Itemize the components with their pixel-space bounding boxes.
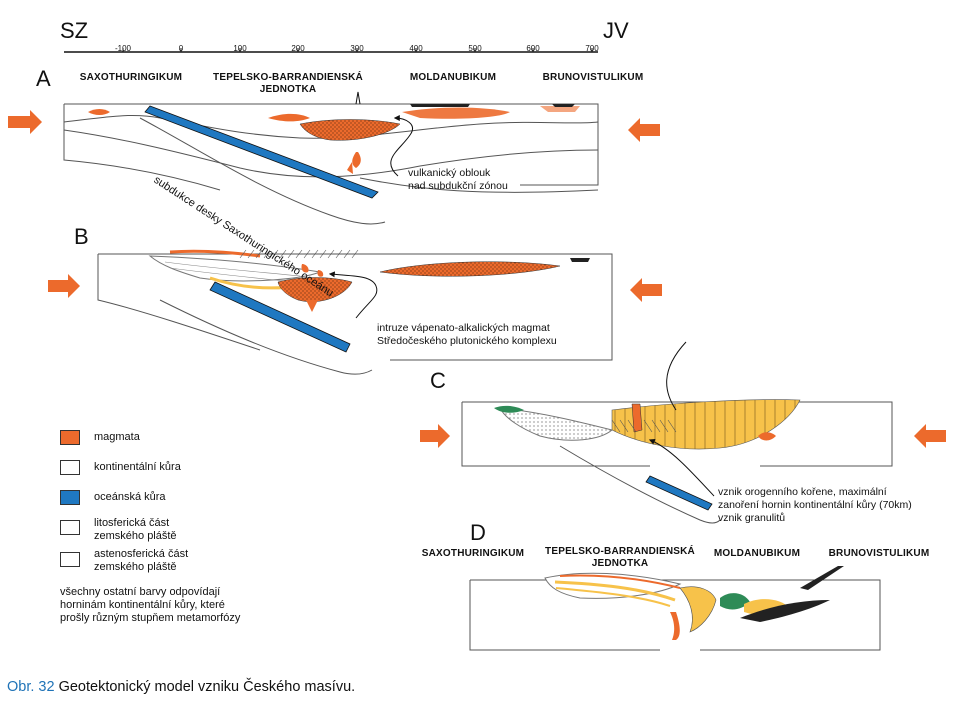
oceanic-slab bbox=[209, 281, 351, 353]
panel-a-section bbox=[8, 91, 660, 225]
legend-label-asthenospheric-mantle: astenosferická část zemského pláště bbox=[94, 548, 188, 574]
unit-label-moldanubikum: MOLDANUBIKUM bbox=[409, 72, 497, 83]
note-line: vulkanický oblouk bbox=[408, 167, 491, 179]
legend-note-line: prošly různým stupňem metamorfózy bbox=[60, 612, 241, 624]
direction-left-label: SZ bbox=[60, 18, 89, 43]
panel-c-section bbox=[420, 341, 946, 524]
panel-b-letter: B bbox=[74, 224, 89, 249]
oceanic-slab bbox=[144, 105, 379, 199]
note-line: nad subdukční zónou bbox=[408, 180, 508, 192]
oceanic-slab bbox=[645, 475, 713, 511]
legend-note: všechny ostatní barvy odpovídají horniná… bbox=[60, 586, 240, 625]
note-line: Středočeského plutonického komplexu bbox=[377, 335, 557, 347]
unit-label-tepelsko-barrandienska: TEPELSKO-BARRANDIENSKÁ JEDNOTKA bbox=[545, 546, 695, 569]
unit-label-saxothuringikum: SAXOTHURINGIKUM bbox=[421, 548, 525, 559]
compression-arrow-left bbox=[8, 110, 42, 134]
compression-arrow-right bbox=[628, 118, 660, 142]
legend-label: magmata bbox=[94, 431, 140, 443]
panel-b-section bbox=[48, 249, 662, 375]
direction-right-label: JV bbox=[603, 18, 629, 43]
compression-arrow-right bbox=[914, 424, 946, 448]
legend-label-line: astenosferická část bbox=[94, 548, 189, 560]
panel-c-letter: C bbox=[430, 368, 446, 393]
legend-swatch-asthenospheric-mantle bbox=[60, 552, 80, 567]
compression-arrow-right bbox=[630, 278, 662, 302]
figure-number: Obr. 32 bbox=[7, 679, 55, 695]
legend-swatch-continental-crust bbox=[60, 460, 80, 475]
orogenic-root-note: vznik orogenního kořene, maximální zanoř… bbox=[718, 486, 912, 525]
legend-label-line: zemského pláště bbox=[94, 530, 177, 542]
legend-note-line: všechny ostatní barvy odpovídají bbox=[60, 586, 221, 598]
intrusion-note: intruze vápenato-alkalických magmat Stře… bbox=[377, 322, 557, 348]
unit-label-brunovistulikum: BRUNOVISTULIKUM bbox=[542, 72, 644, 83]
legend-label-lithospheric-mantle: litosferická část zemského pláště bbox=[94, 517, 177, 543]
legend-label-line: litosferická část bbox=[94, 517, 170, 529]
unit-label-tepelsko-barrandienska: TEPELSKO-BARRANDIENSKÁ JEDNOTKA bbox=[213, 72, 363, 95]
compression-arrow-left bbox=[420, 424, 450, 448]
legend-label: kontinentální kůra bbox=[94, 461, 181, 473]
legend-note-line: horninám kontinentální kůry, které bbox=[60, 599, 225, 611]
volcanic-arc-note: vulkanický oblouk nad subdukční zónou bbox=[408, 167, 508, 193]
compression-arrow-left bbox=[48, 274, 80, 298]
unit-label-brunovistulikum: BRUNOVISTULIKUM bbox=[828, 548, 930, 559]
note-line: vznik granulitů bbox=[718, 512, 786, 524]
unit-label-moldanubikum: MOLDANUBIKUM bbox=[713, 548, 801, 559]
legend-swatch-magma bbox=[60, 430, 80, 445]
figure-caption: Obr. 32 Geotektonický model vzniku České… bbox=[7, 679, 355, 695]
note-line: zanoření hornin kontinentální kůry (70km… bbox=[718, 499, 912, 511]
legend-swatch-lithospheric-mantle bbox=[60, 520, 80, 535]
magma-body bbox=[277, 277, 353, 303]
legend-label: oceánská kůra bbox=[94, 491, 166, 503]
panel-d-letter: D bbox=[470, 520, 486, 545]
note-line: intruze vápenato-alkalických magmat bbox=[377, 322, 550, 334]
panel-a-letter: A bbox=[36, 66, 51, 91]
figure-caption-text: Geotektonický model vzniku Českého masív… bbox=[58, 679, 356, 695]
legend-label-line: zemského pláště bbox=[94, 561, 177, 573]
note-line: vznik orogenního kořene, maximální bbox=[718, 486, 887, 498]
legend-swatch-oceanic-crust bbox=[60, 490, 80, 505]
magma-body bbox=[299, 119, 401, 141]
panel-d-section bbox=[469, 566, 881, 651]
orogenic-root bbox=[611, 399, 801, 450]
scale-line bbox=[64, 48, 598, 53]
unit-label-saxothuringikum: SAXOTHURINGIKUM bbox=[79, 72, 183, 83]
